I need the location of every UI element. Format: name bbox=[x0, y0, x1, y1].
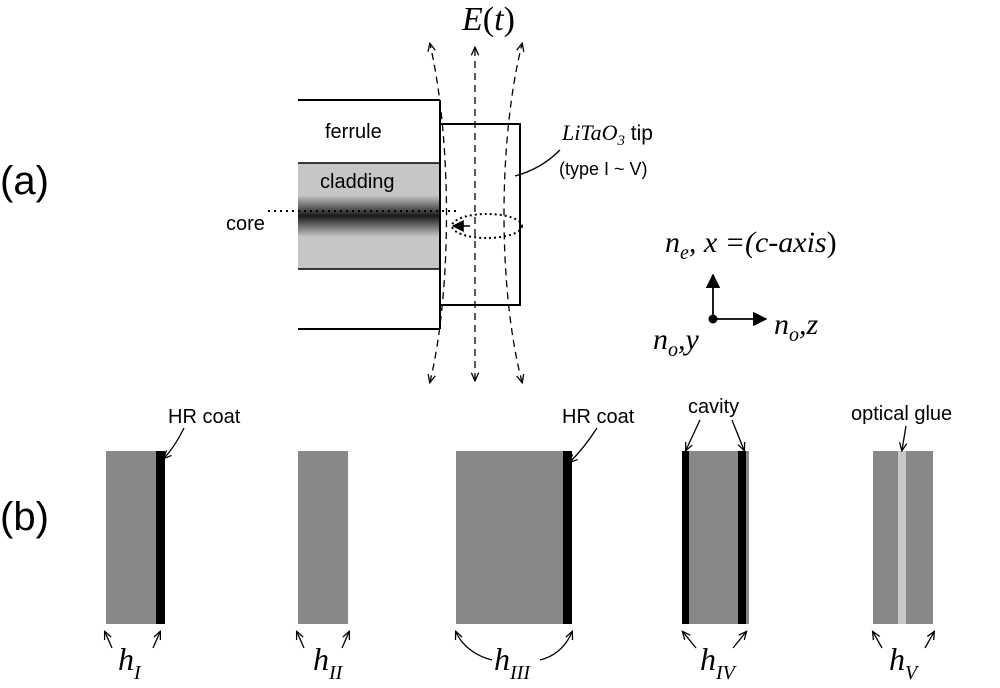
type-i-crystal bbox=[106, 451, 156, 624]
tip-type-iii bbox=[456, 451, 572, 624]
tip-leader-line bbox=[514, 149, 561, 177]
type-iv-cavity-left bbox=[682, 451, 689, 624]
h-v-arrow-left bbox=[873, 632, 883, 649]
h-iii-arc-left bbox=[456, 632, 493, 661]
h-i-arrow-left bbox=[105, 632, 113, 649]
type-iii-hr-coat bbox=[563, 451, 572, 624]
tip-type-iv bbox=[682, 451, 749, 624]
tip-type-v bbox=[873, 451, 933, 624]
cladding-lower bbox=[298, 237, 440, 269]
h-i-label: hI bbox=[118, 641, 142, 684]
e-field-right bbox=[503, 44, 522, 382]
cavity-label: cavity bbox=[688, 396, 739, 418]
core-label: core bbox=[226, 213, 265, 235]
e-field-lines bbox=[430, 44, 522, 382]
h-iv-label: hIV bbox=[700, 641, 738, 684]
cladding-upper bbox=[298, 163, 440, 195]
cavity-leader-left bbox=[686, 419, 701, 450]
coordinate-axes bbox=[705, 273, 768, 327]
axis-out-of-plane-label: no,y bbox=[653, 323, 700, 361]
tip-label: LiTaO3 tip bbox=[561, 120, 653, 149]
cavity-leader-right bbox=[731, 419, 744, 450]
type-v-optical-glue bbox=[898, 451, 906, 624]
type-iv-crystal bbox=[682, 451, 749, 624]
axis-vertical-label: ne, x =(c-axis) bbox=[665, 226, 837, 264]
field-label: E(t) bbox=[461, 1, 515, 38]
h-v-label: hV bbox=[889, 641, 920, 684]
h-iii-label: hIII bbox=[494, 641, 531, 684]
type-i-hr-coat bbox=[156, 451, 165, 624]
optical-glue-label: optical glue bbox=[851, 403, 952, 425]
h-iii-arc-right bbox=[539, 632, 572, 661]
type-iii-crystal bbox=[456, 451, 563, 624]
h-ii-arrow-left bbox=[297, 632, 305, 649]
h-iv-arrow-right bbox=[732, 632, 746, 649]
h-ii-label: hII bbox=[313, 641, 344, 684]
h-i-arrow-right bbox=[152, 632, 160, 649]
thickness-arrows bbox=[105, 632, 934, 661]
hr-coat-leader-3 bbox=[570, 427, 598, 462]
type-iv-cavity-right bbox=[738, 451, 746, 624]
ferrule-upper bbox=[298, 100, 440, 163]
fiber-ferrule-assembly bbox=[298, 99, 441, 330]
fiber-core bbox=[298, 195, 440, 237]
tip-type-i bbox=[106, 451, 165, 624]
optical-glue-leader bbox=[902, 425, 906, 450]
panel-b-label: (b) bbox=[0, 495, 49, 539]
axis-horizontal-label: no,z bbox=[774, 308, 819, 346]
h-v-arrow-right bbox=[924, 632, 934, 649]
panel-a-label: (a) bbox=[0, 159, 49, 203]
ferrule-label: ferrule bbox=[325, 121, 382, 143]
hr-coat-label-3: HR coat bbox=[562, 406, 635, 428]
h-ii-arrow-right bbox=[341, 632, 349, 649]
tip-type-ii bbox=[298, 451, 348, 624]
tip-types-label: (type I ~ V) bbox=[559, 159, 648, 179]
axis-origin-dot bbox=[708, 314, 718, 324]
cladding-label: cladding bbox=[320, 171, 395, 193]
hr-coat-leader-1 bbox=[164, 427, 185, 458]
hr-coat-label-1: HR coat bbox=[168, 406, 241, 428]
e-field-left bbox=[430, 44, 448, 382]
h-iv-arrow-left bbox=[683, 632, 697, 649]
